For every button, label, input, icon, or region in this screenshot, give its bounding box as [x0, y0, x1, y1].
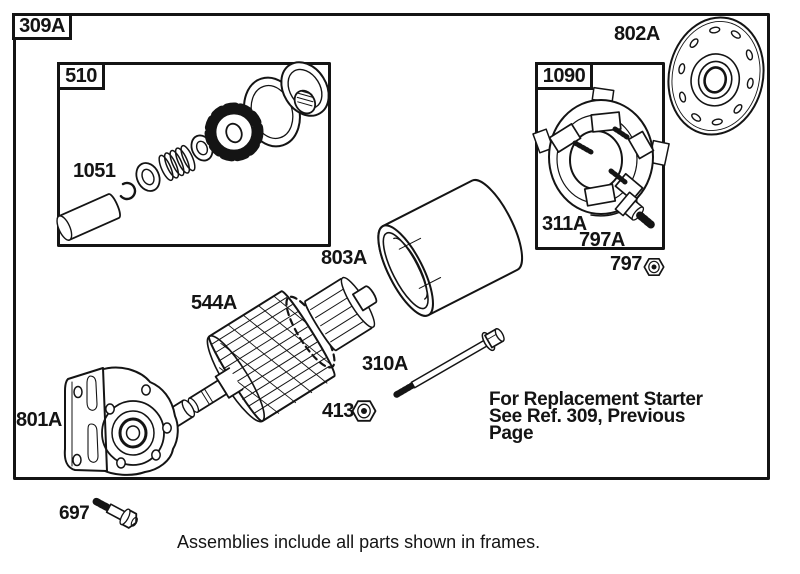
armature-part: [187, 276, 378, 423]
housing-part: [377, 179, 524, 317]
pinion-gear-part: [204, 102, 264, 162]
terminal-nut-part: [643, 257, 665, 277]
label-mounting-bolt: 697: [59, 503, 90, 524]
terminal-bolt-part: [614, 191, 655, 229]
frame-label-510: 510: [57, 62, 105, 90]
replacement-note-line1: For Replacement Starter: [489, 389, 703, 410]
label-housing: 803A: [321, 247, 367, 269]
label-armature: 544A: [191, 292, 237, 314]
end-cap-part: [667, 16, 765, 136]
frame-label-309A: 309A: [12, 13, 72, 40]
label-roll-pin-ring: 1051: [73, 160, 116, 182]
retainer-cap-part: [280, 61, 330, 117]
drive-end-bracket-part: [63, 366, 179, 476]
label-hex-nut: 413: [322, 400, 354, 422]
label-brush-holder: 311A: [542, 213, 587, 235]
mounting-bolt-part: [92, 497, 138, 529]
through-bolt-part: [393, 328, 505, 398]
label-terminal-nut: 797: [610, 253, 642, 275]
label-terminal-bolt: 797A: [579, 229, 625, 251]
frame-label-510-text: 510: [65, 64, 97, 87]
frame-label-1090-text: 1090: [542, 64, 586, 87]
drive-pin-part: [56, 193, 121, 241]
label-through-bolt: 310A: [362, 353, 408, 375]
hex-nut-part: [351, 400, 377, 422]
frame-label-309A-text: 309A: [19, 15, 65, 37]
spring-part: [158, 144, 196, 182]
replacement-note-line2: See Ref. 309, Previous: [489, 406, 686, 427]
label-drive-end-bracket: 801A: [16, 409, 62, 431]
snap-ring-part: [117, 181, 137, 201]
label-end-cap: 802A: [614, 23, 660, 45]
frame-label-1090: 1090: [535, 62, 593, 90]
brush-holder-part: [532, 86, 670, 217]
replacement-note: For Replacement Starter See Ref. 309, Pr…: [489, 389, 703, 444]
replacement-note-line3: Page: [489, 423, 534, 444]
washer-part: [135, 162, 161, 192]
assemblies-caption: Assemblies include all parts shown in fr…: [177, 532, 541, 552]
